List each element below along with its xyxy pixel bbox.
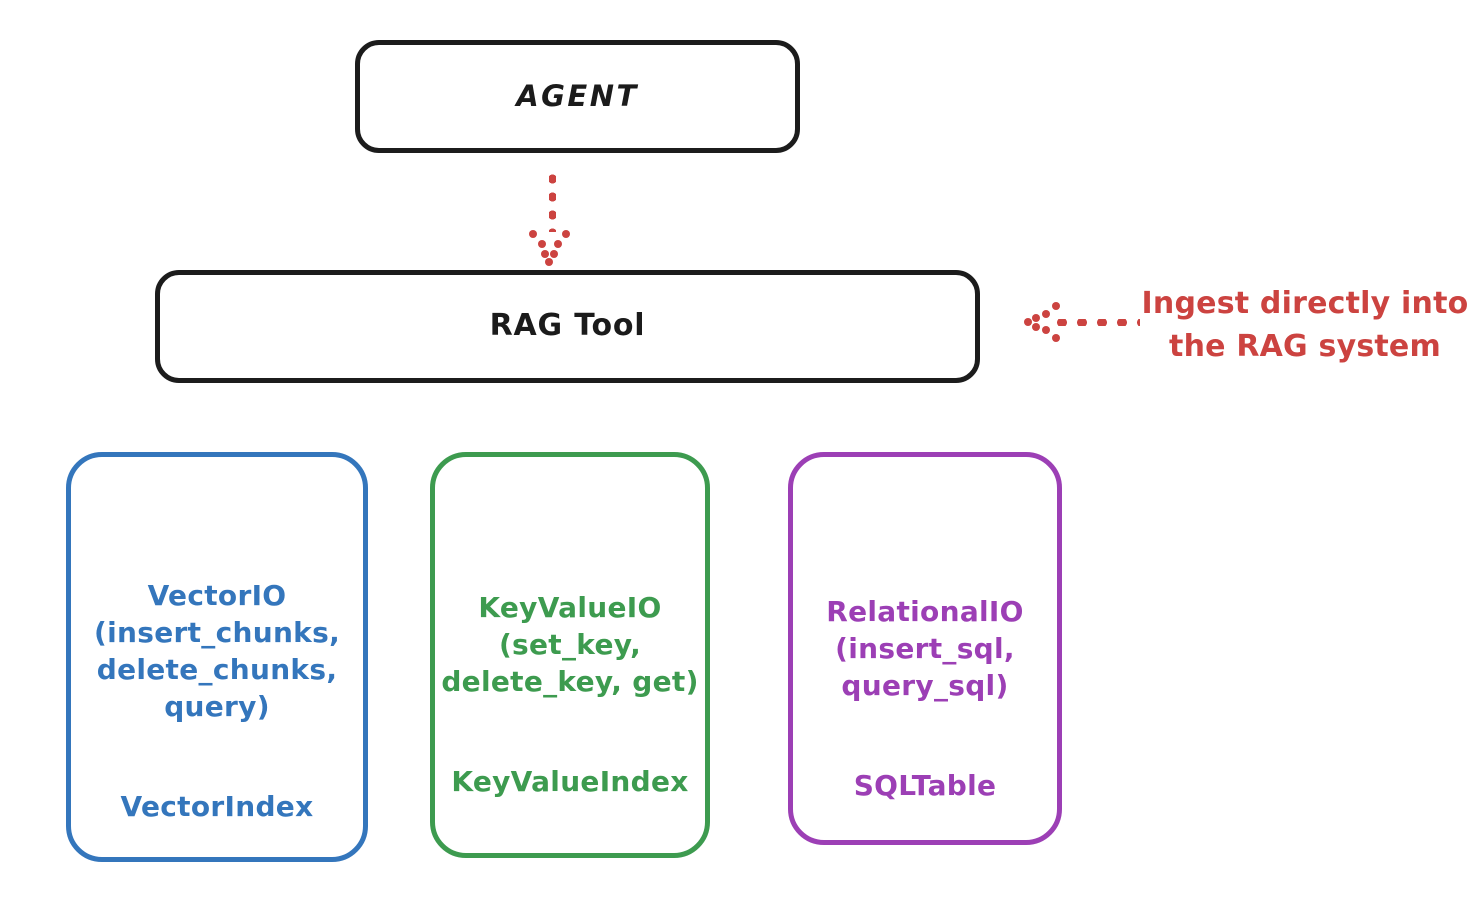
node-rag-tool-label: RAG Tool: [489, 308, 646, 344]
connector-agent-to-rag-arrowhead: [529, 228, 577, 266]
node-key-value-io-text: KeyValueIO (set_key, delete_key, get) Ke…: [435, 457, 705, 801]
node-key-value-io-api-label: KeyValueIO (set_key, delete_key, get): [441, 590, 699, 698]
spacer: [435, 701, 705, 727]
node-agent[interactable]: AGENT: [355, 40, 800, 153]
node-vector-io-index-label: VectorIndex: [120, 789, 314, 823]
node-vector-io-api-label: VectorIO (insert_chunks, delete_chunks, …: [94, 578, 340, 723]
node-relational-io-text: RelationalIO (insert_sql, query_sql) SQL…: [793, 457, 1057, 805]
node-key-value-io-index-label: KeyValueIndex: [451, 764, 689, 798]
annotation-ingest-directly: Ingest directly into the RAG system: [1141, 286, 1469, 364]
connector-agent-to-rag-line: [549, 170, 556, 232]
node-relational-io[interactable]: RelationalIO (insert_sql, query_sql) SQL…: [788, 452, 1062, 845]
node-rag-tool[interactable]: RAG Tool: [155, 270, 980, 383]
node-relational-io-index-label: SQLTable: [853, 768, 997, 802]
spacer: [71, 726, 363, 752]
spacer: [793, 705, 1057, 731]
node-agent-label: AGENT: [516, 78, 639, 113]
node-vector-io-text: VectorIO (insert_chunks, delete_chunks, …: [71, 457, 363, 826]
node-vector-io[interactable]: VectorIO (insert_chunks, delete_chunks, …: [66, 452, 368, 862]
connector-ingest-to-rag-line: [1052, 319, 1140, 326]
node-key-value-io[interactable]: KeyValueIO (set_key, delete_key, get) Ke…: [430, 452, 710, 858]
connector-ingest-to-rag-arrowhead: [1024, 302, 1070, 344]
node-relational-io-api-label: RelationalIO (insert_sql, query_sql): [826, 594, 1024, 702]
